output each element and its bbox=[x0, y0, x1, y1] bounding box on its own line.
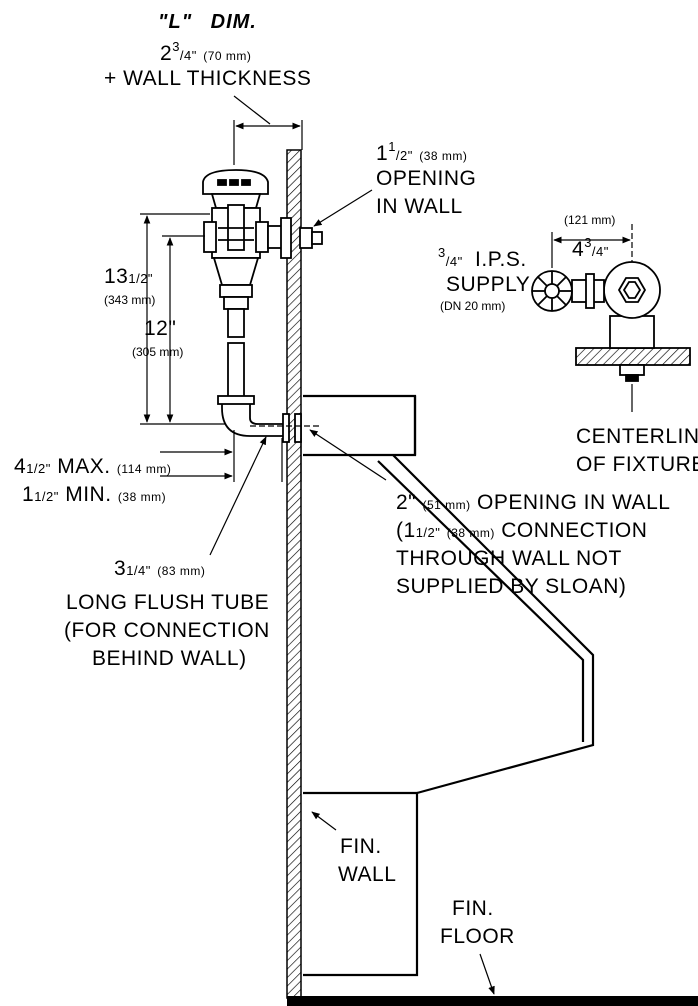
flush-tube-line1: LONG FLUSH TUBE bbox=[66, 591, 270, 614]
height-valve-value: 12" bbox=[144, 317, 177, 340]
opening-size: 11/2" (38 mm) bbox=[376, 140, 467, 164]
height-valve-mm: (305 mm) bbox=[132, 345, 184, 359]
flush-tube-mm: (83 mm) bbox=[157, 564, 206, 578]
finished-floor bbox=[287, 996, 698, 1006]
flush-tube-frac-den: /4" bbox=[133, 563, 151, 578]
centerline-line2: OF FIXTURE bbox=[576, 453, 698, 476]
supply-frac-den: /4" bbox=[445, 254, 463, 269]
connection-text1: OPENING IN WALL bbox=[477, 491, 671, 514]
offset-max-whole: 4 bbox=[14, 455, 27, 478]
fixture-outline bbox=[303, 394, 595, 977]
connection-size-mm: (51 mm) bbox=[422, 498, 471, 512]
connection-line2: (11/2" (38 mm) CONNECTION bbox=[396, 520, 647, 541]
height-total-value: 131/2" bbox=[104, 266, 153, 287]
height-total-frac-num: 1 bbox=[128, 271, 137, 286]
offset-max-label: MAX. bbox=[57, 455, 111, 478]
offset-min-mm: (38 mm) bbox=[117, 490, 167, 504]
connection-line3: THROUGH WALL NOT bbox=[396, 547, 622, 570]
l-dim-title-l: "L" bbox=[158, 11, 193, 33]
flush-tube-whole: 3 bbox=[114, 557, 127, 580]
supply-ips: I.P.S. bbox=[475, 248, 527, 271]
fin-wall-line2: WALL bbox=[338, 863, 397, 886]
finished-wall bbox=[286, 149, 302, 999]
offset-min-whole: 1 bbox=[22, 483, 35, 506]
opening-frac-num: 1 bbox=[388, 139, 396, 154]
height-total-mm: (343 mm) bbox=[104, 293, 156, 307]
connection-inner-mm: (38 mm) bbox=[446, 526, 495, 540]
l-dim-title-dim: DIM. bbox=[210, 11, 257, 33]
flush-tube-size: 31/4" (83 mm) bbox=[114, 558, 205, 579]
height-total-frac-den: /2" bbox=[136, 271, 154, 286]
supply-dn: (DN 20 mm) bbox=[440, 299, 506, 313]
opening-line2: IN WALL bbox=[376, 195, 463, 218]
l-dim-frac-den: /4" bbox=[179, 48, 197, 63]
opening-mm: (38 mm) bbox=[419, 149, 468, 163]
offset-min: 11/2" MIN. (38 mm) bbox=[22, 484, 166, 505]
offset-max-mm: (114 mm) bbox=[116, 462, 172, 476]
height-total-whole: 13 bbox=[104, 265, 129, 288]
offset-max-frac-num: 1 bbox=[26, 461, 34, 476]
offset-max: 41/2" MAX. (114 mm) bbox=[14, 456, 171, 477]
fin-floor-line2: FLOOR bbox=[440, 925, 515, 948]
flush-tube-line3: BEHIND WALL) bbox=[92, 647, 247, 670]
connection-line1: 2" (51 mm) OPENING IN WALL bbox=[396, 492, 670, 513]
supply-size: 3/4" I.P.S. bbox=[438, 246, 527, 270]
centerline-line1: CENTERLINE bbox=[576, 425, 698, 448]
offset-max-frac-den: /2" bbox=[33, 461, 51, 476]
supply-label: SUPPLY bbox=[446, 273, 531, 296]
fixture-dim-frac-num: 3 bbox=[584, 235, 592, 250]
connection-inner-open: (1 bbox=[396, 519, 416, 542]
supply-frac-num: 3 bbox=[438, 245, 446, 260]
connection-size: 2" bbox=[396, 491, 417, 514]
fixture-dim-value: 43/4" bbox=[572, 236, 609, 260]
flush-tube-frac-num: 1 bbox=[126, 563, 134, 578]
dimension-lines bbox=[140, 95, 633, 995]
offset-min-label: MIN. bbox=[65, 483, 112, 506]
offset-min-frac-num: 1 bbox=[34, 489, 42, 504]
fin-wall-line1: FIN. bbox=[340, 835, 382, 858]
l-dim-whole: 2 bbox=[160, 42, 173, 65]
fixture-dim-frac-den: /4" bbox=[591, 244, 609, 259]
l-dim-title: "L" DIM. bbox=[158, 12, 257, 32]
l-dim-mm: (70 mm) bbox=[203, 49, 252, 63]
flush-tube-line2: (FOR CONNECTION bbox=[64, 619, 270, 642]
offset-min-frac-den: /2" bbox=[41, 489, 59, 504]
l-dim-note: + WALL THICKNESS bbox=[104, 67, 312, 90]
connection-line4: SUPPLIED BY SLOAN) bbox=[396, 575, 627, 598]
connection-inner-frac-num: 1 bbox=[415, 525, 424, 540]
opening-whole: 1 bbox=[376, 142, 389, 165]
fin-floor-line1: FIN. bbox=[452, 897, 494, 920]
l-dim-frac-num: 3 bbox=[172, 39, 180, 54]
connection-inner-frac-den: /2" bbox=[423, 525, 441, 540]
l-dim-value: 23/4" (70 mm) bbox=[160, 40, 251, 64]
flush-valve bbox=[202, 169, 323, 443]
fixture-dim-whole: 4 bbox=[572, 238, 585, 261]
fixture-dim-mm: (121 mm) bbox=[564, 213, 616, 227]
opening-line1: OPENING bbox=[376, 167, 477, 190]
connection-text2: CONNECTION bbox=[501, 519, 648, 542]
opening-frac-den: /2" bbox=[395, 148, 413, 163]
supply-stop-valve bbox=[531, 261, 691, 382]
